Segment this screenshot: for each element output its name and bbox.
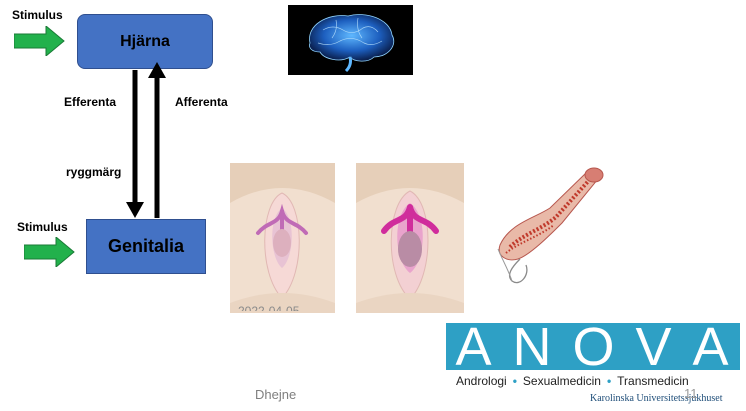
brain-box-label: Hjärna	[120, 33, 170, 51]
male-anatomy-illustration	[490, 163, 605, 288]
tagline-sexualmedicin: Sexualmedicin	[523, 374, 601, 388]
anova-letter: A	[455, 316, 493, 378]
efferent-label: Efferenta	[64, 95, 116, 109]
stimulus-bottom-arrow	[24, 237, 76, 267]
female-anatomy-illustration-2	[356, 163, 464, 313]
anova-logo: A N O V A	[446, 323, 740, 370]
genitalia-box: Genitalia	[86, 219, 206, 274]
tagline-separator: •	[607, 374, 611, 388]
stimulus-bottom-label: Stimulus	[17, 220, 68, 234]
anova-letter: N	[512, 316, 553, 378]
brain-illustration	[288, 5, 413, 75]
anova-tagline: Andrologi • Sexualmedicin • Transmedicin	[456, 374, 689, 388]
tagline-separator: •	[513, 374, 517, 388]
spinal-cord-label: ryggmärg	[66, 165, 121, 179]
genitalia-box-label: Genitalia	[108, 236, 184, 257]
neural-pathway-arrows	[122, 56, 172, 222]
afferent-label: Afferenta	[175, 95, 228, 109]
stimulus-top-label: Stimulus	[12, 8, 63, 22]
footer-author: Dhejne	[255, 387, 296, 402]
female-anatomy-illustration-1	[230, 163, 335, 313]
anova-letter: A	[692, 316, 730, 378]
partial-date: 2022-04-05	[238, 304, 322, 311]
anova-letter: V	[635, 316, 673, 378]
afferent-arrow-head	[148, 62, 166, 78]
slide-number: 11	[684, 386, 698, 401]
anova-letter: O	[572, 316, 616, 378]
efferent-arrow-head	[126, 202, 144, 218]
stimulus-top-arrow	[14, 26, 66, 56]
tagline-andrologi: Andrologi	[456, 374, 507, 388]
institution-name: Karolinska Universitetssjukhuset	[590, 393, 722, 404]
tagline-transmedicin: Transmedicin	[617, 374, 689, 388]
